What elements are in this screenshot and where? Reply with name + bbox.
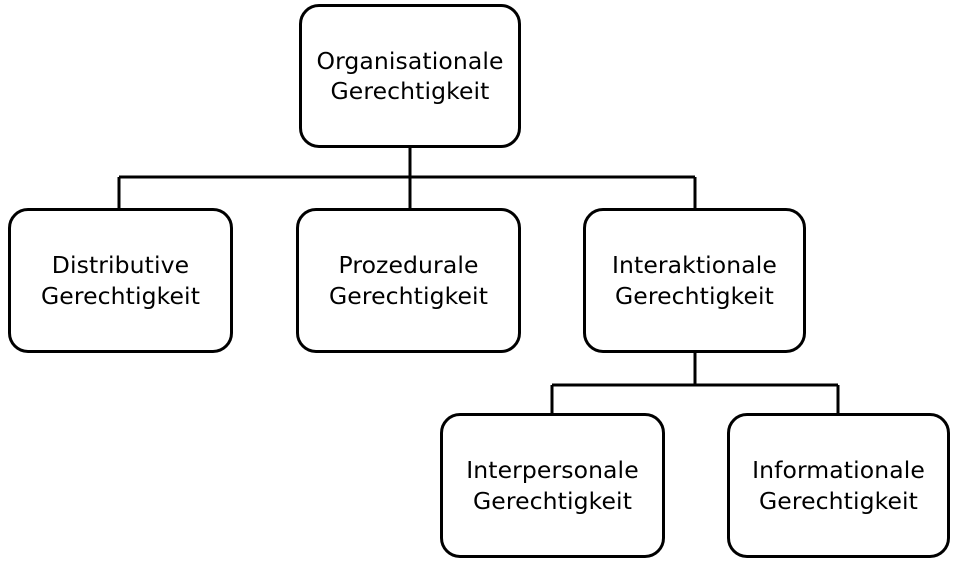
node-informationale-gerechtigkeit[interactable]: Informationale Gerechtigkeit [727, 413, 950, 558]
node-label: Interpersonale Gerechtigkeit [466, 456, 639, 515]
node-organisationale-gerechtigkeit[interactable]: Organisationale Gerechtigkeit [299, 4, 521, 148]
node-distributive-gerechtigkeit[interactable]: Distributive Gerechtigkeit [8, 208, 233, 353]
node-prozedurale-gerechtigkeit[interactable]: Prozedurale Gerechtigkeit [296, 208, 521, 353]
node-interpersonale-gerechtigkeit[interactable]: Interpersonale Gerechtigkeit [440, 413, 665, 558]
node-interaktionale-gerechtigkeit[interactable]: Interaktionale Gerechtigkeit [583, 208, 806, 353]
node-label: Prozedurale Gerechtigkeit [328, 251, 489, 310]
node-label: Distributive Gerechtigkeit [40, 251, 201, 310]
node-label: Organisationale Gerechtigkeit [316, 46, 504, 105]
node-label: Informationale Gerechtigkeit [752, 456, 925, 515]
node-label: Interaktionale Gerechtigkeit [612, 251, 777, 310]
